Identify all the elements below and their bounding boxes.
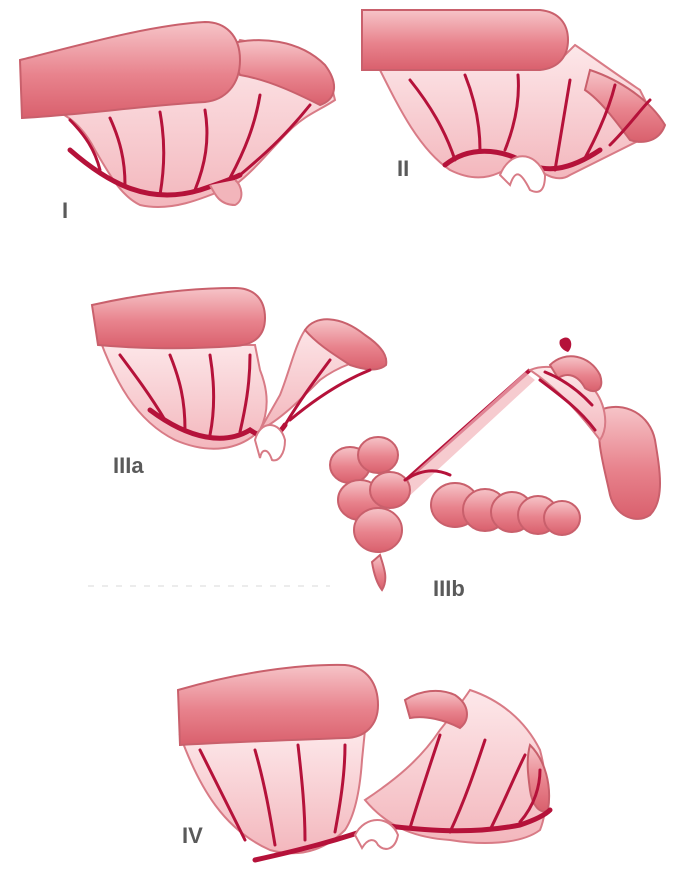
v-gap (355, 820, 398, 849)
proximal-bowel (599, 407, 660, 519)
panel-type-i: I (20, 22, 335, 223)
panel-type-ii: II (362, 10, 665, 192)
panel-label-iiib: IIIb (433, 576, 465, 601)
coiled-bowel (330, 437, 410, 590)
proximal-bowel (92, 288, 265, 348)
panel-label-iiia: IIIa (113, 453, 144, 478)
panel-label-ii: II (397, 156, 409, 181)
marginal-vessel-fan (390, 372, 535, 500)
spiral-segments (431, 483, 580, 535)
panel-type-iiib: IIIb (330, 337, 660, 601)
v-gap (255, 425, 285, 460)
panel-label-iv: IV (182, 823, 203, 848)
distal-bowel-segment (405, 691, 467, 728)
panel-label-i: I (62, 198, 68, 223)
proximal-bowel (362, 10, 568, 70)
panel-type-iv: IV (178, 665, 550, 860)
vessel-tip (559, 337, 571, 352)
proximal-bowel (178, 665, 378, 745)
